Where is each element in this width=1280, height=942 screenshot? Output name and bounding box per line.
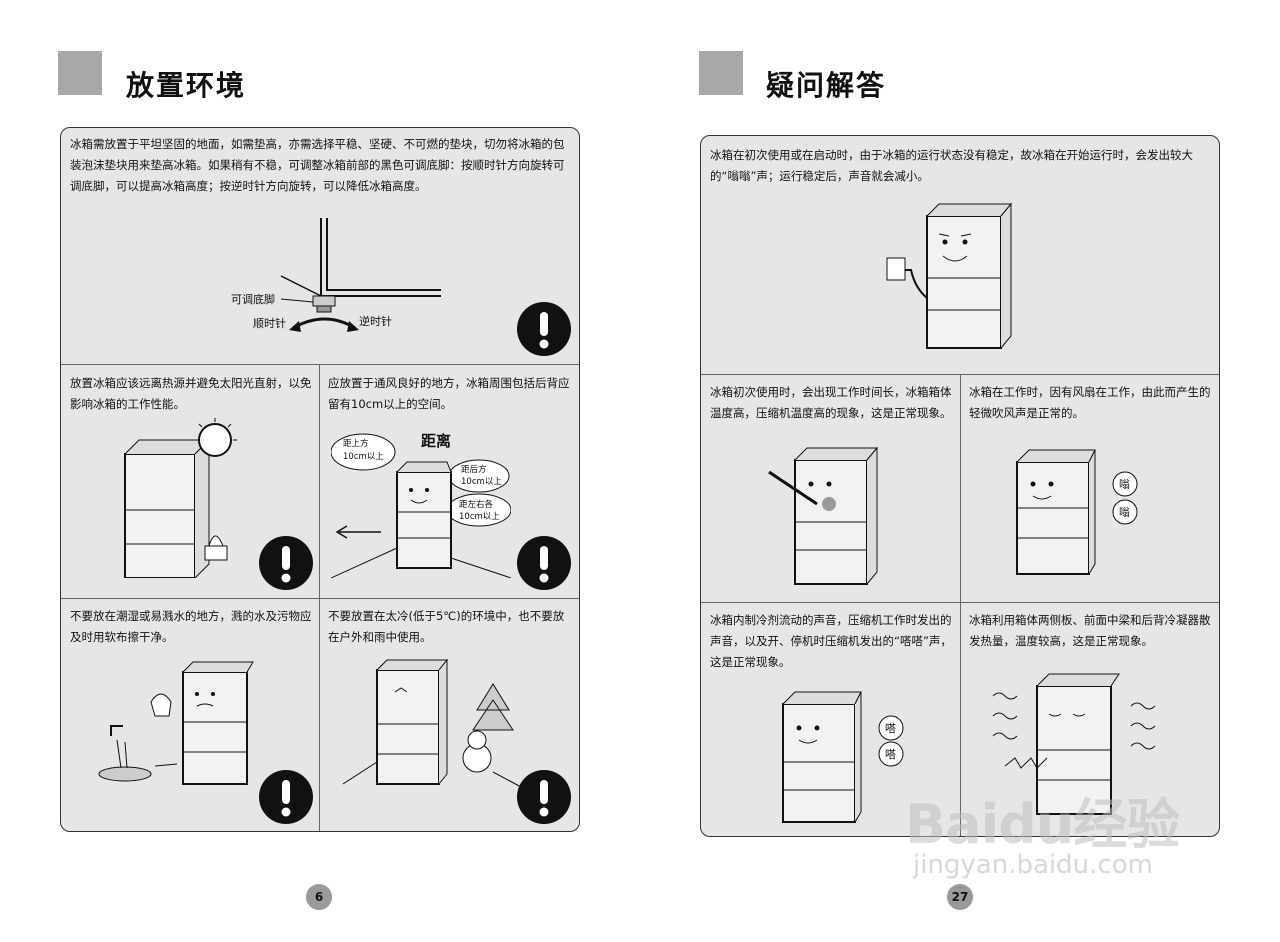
adjustable-foot-illustration: 可调底脚 顺时针 逆时针 bbox=[231, 218, 441, 332]
humidity-illustration bbox=[98, 661, 254, 785]
right-page-number: 27 bbox=[947, 884, 973, 910]
humidity-text: 不要放在潮湿或易溅水的地方，溅的水及污物应及时用软布擦干净。 bbox=[70, 609, 312, 644]
cold-text: 不要放置在太冷(低于5℃)的环境中，也不要放在户外和雨中使用。 bbox=[328, 609, 565, 644]
ventilation-text: 应放置于通风良好的地方，冰箱周围包括后背应留有10cm以上的空间。 bbox=[328, 376, 570, 411]
left-page-title: 放置环境 bbox=[126, 69, 247, 102]
fan-sound-2: 嗡 bbox=[1119, 506, 1130, 519]
right-header-block bbox=[699, 51, 743, 95]
left-divider-v bbox=[319, 364, 320, 831]
warning-icon bbox=[259, 536, 313, 590]
watermark-url: jingyan.baidu.com bbox=[913, 850, 1153, 880]
left-divider-2 bbox=[61, 598, 579, 599]
base-text: 冰箱需放置于平坦坚固的地面，如需垫高，亦需选择平稳、坚硬、不可燃的垫块，切勿将冰… bbox=[70, 137, 565, 193]
refrigerant-sound-2: 嗒 bbox=[885, 748, 896, 761]
fan-text: 冰箱在工作时，因有风扇在工作，由此而产生的轻微吹风声是正常的。 bbox=[969, 385, 1211, 420]
heat-text: 放置冰箱应该远离热源并避免太阳光直射，以免影响冰箱的工作性能。 bbox=[70, 376, 312, 411]
watermark-brand: Baidu经验 bbox=[905, 793, 1180, 856]
left-header-block bbox=[58, 51, 102, 95]
first-use-text: 冰箱初次使用时，会出现工作时间长，冰箱箱体温度高，压缩机温度高的现象，这是正常现… bbox=[710, 385, 952, 420]
label-clockwise: 顺时针 bbox=[253, 316, 286, 330]
heat-dissipation-illustration bbox=[992, 673, 1156, 815]
label-side-1: 距左右各 bbox=[459, 499, 494, 510]
first-use-illustration bbox=[768, 446, 879, 585]
refrigerant-sound-1: 嗒 bbox=[885, 722, 896, 735]
heat-source-illustration bbox=[124, 418, 237, 578]
startup-text: 冰箱在初次使用或在启动时，由于冰箱的运行状态没有稳定，故冰箱在开始运行时，会发出… bbox=[710, 148, 1193, 183]
label-distance: 距离 bbox=[421, 432, 451, 450]
fan-sound-1: 嗡 bbox=[1119, 478, 1130, 491]
startup-fridge-illustration bbox=[886, 202, 1013, 349]
label-top-1: 距上方 bbox=[343, 438, 369, 449]
heat-dissipation-text: 冰箱利用箱体两侧板、前面中梁和后背冷凝器散发热量，温度较高，这是正常现象。 bbox=[969, 613, 1211, 648]
warning-icon bbox=[259, 770, 313, 824]
right-panel: 冰箱在初次使用或在启动时，由于冰箱的运行状态没有稳定，故冰箱在开始运行时，会发出… bbox=[700, 135, 1220, 837]
label-back-2: 10cm以上 bbox=[461, 477, 502, 487]
label-back-1: 距后方 bbox=[461, 464, 487, 475]
refrigerant-illustration: 嗒 嗒 bbox=[782, 691, 904, 823]
ventilation-illustration: 距离 距上方 10cm以上 距后方 10cm以上 距左右各 10cm以上 bbox=[331, 432, 511, 578]
fan-illustration: 嗡 嗡 bbox=[1016, 449, 1138, 575]
label-side-2: 10cm以上 bbox=[459, 512, 500, 522]
warning-icon bbox=[517, 302, 571, 356]
left-panel: 冰箱需放置于平坦坚固的地面，如需垫高，亦需选择平稳、坚硬、不可燃的垫块，切勿将冰… bbox=[60, 127, 580, 832]
refrigerant-text: 冰箱内制冷剂流动的声音，压缩机工作时发出的声音，以及开、停机时压缩机发出的“嗒嗒… bbox=[710, 613, 952, 669]
label-adjustable-foot: 可调底脚 bbox=[231, 292, 275, 306]
right-page-title: 疑问解答 bbox=[766, 69, 887, 102]
baidu-watermark: Baidu经验 jingyan.baidu.com bbox=[905, 780, 1205, 890]
label-top-2: 10cm以上 bbox=[343, 452, 384, 462]
right-divider-v bbox=[960, 374, 961, 836]
warning-icon bbox=[517, 770, 571, 824]
warning-icon bbox=[517, 536, 571, 590]
left-page-number: 6 bbox=[306, 884, 332, 910]
left-divider-1 bbox=[61, 364, 579, 365]
cold-environment-illustration bbox=[343, 658, 523, 789]
label-counterclockwise: 逆时针 bbox=[359, 314, 392, 328]
